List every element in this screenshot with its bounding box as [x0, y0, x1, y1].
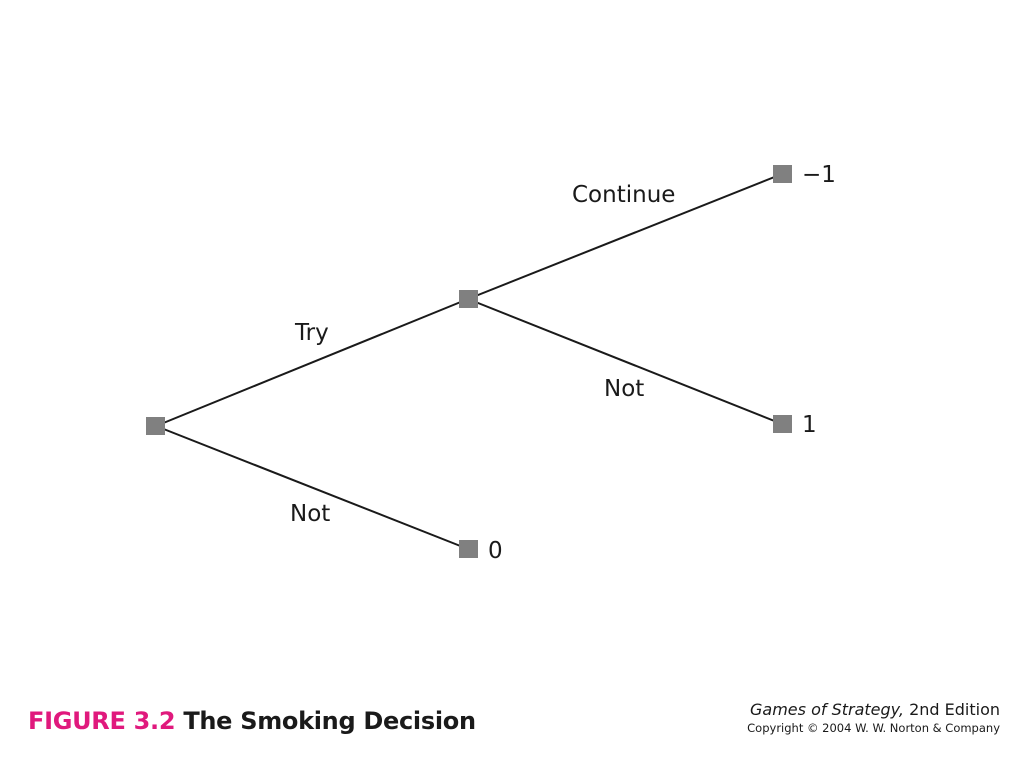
- book-title: Games of Strategy,: [750, 700, 904, 719]
- terminal-node-not-try: [459, 540, 478, 558]
- book-line: Games of Strategy, 2nd Edition: [747, 700, 1000, 720]
- branch-not-second: [467, 298, 783, 425]
- copyright-line: Copyright © 2004 W. W. Norton & Company: [747, 721, 1000, 735]
- terminal-node-continue: [773, 165, 792, 183]
- branch-try: [155, 298, 469, 427]
- publication-credit: Games of Strategy, 2nd Edition Copyright…: [747, 700, 1000, 736]
- root-decision-node: [146, 417, 165, 435]
- branch-continue: [467, 173, 783, 300]
- second-decision-node: [459, 290, 478, 308]
- branch-label-not-second: Not: [604, 376, 644, 402]
- branch-label-not-first: Not: [290, 501, 330, 527]
- terminal-node-quit: [773, 415, 792, 433]
- figure-title: The Smoking Decision: [183, 707, 476, 735]
- book-edition: 2nd Edition: [909, 700, 1000, 719]
- payoff-not-try: 0: [488, 538, 503, 564]
- branch-label-continue: Continue: [572, 182, 675, 208]
- branch-label-try: Try: [294, 320, 329, 346]
- payoff-continue: −1: [802, 162, 836, 188]
- figure-number: FIGURE 3.2: [28, 707, 176, 735]
- figure-caption: FIGURE 3.2 The Smoking Decision: [28, 707, 476, 735]
- payoff-quit: 1: [802, 412, 817, 438]
- branch-not-first: [155, 425, 469, 550]
